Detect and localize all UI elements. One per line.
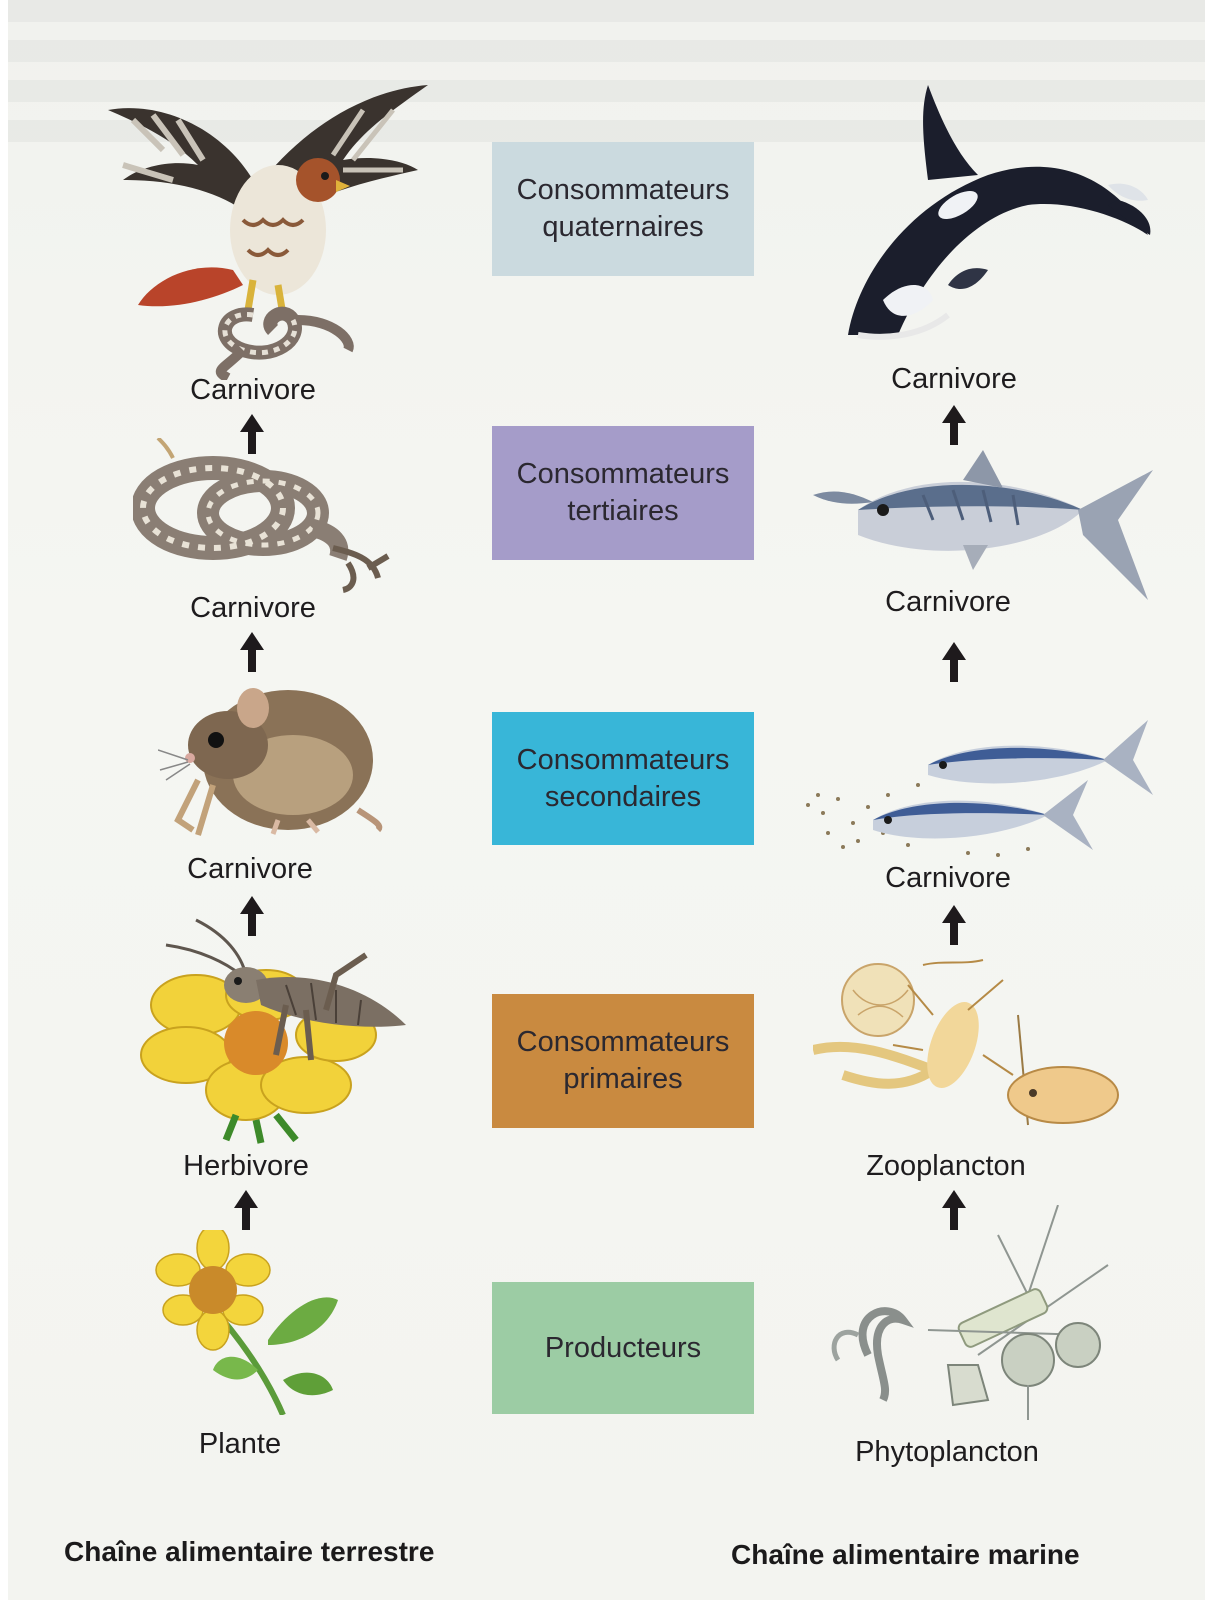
level-secondary-line2: secondaires [545,779,701,816]
arrow-up-icon [942,405,966,445]
orca-illustration [828,85,1158,355]
marine-label-2: Carnivore [828,586,1068,619]
level-box-primary: Consommateurs primaires [492,994,754,1128]
level-tertiary-line1: Consommateurs [517,456,730,493]
level-primary-line1: Consommateurs [517,1024,730,1061]
arrow-up-icon [942,905,966,945]
level-producers-line1: Producteurs [545,1330,701,1367]
level-secondary-line1: Consommateurs [517,742,730,779]
zooplankton-illustration [813,955,1133,1135]
marine-label-1: Carnivore [834,363,1074,396]
marine-caption: Chaîne alimentaire marine [731,1539,1080,1571]
marine-label-3: Carnivore [828,862,1068,895]
food-chain-page: Consommateurs quaternaires Consommateurs… [8,0,1205,1600]
mouse-illustration [158,670,388,850]
level-quaternary-line2: quaternaires [542,209,703,246]
level-box-tertiary: Consommateurs tertiaires [492,426,754,560]
snake-illustration [133,438,393,593]
level-box-quaternary: Consommateurs quaternaires [492,142,754,276]
arrow-up-icon [240,632,264,672]
terrestrial-label-3: Carnivore [130,853,370,886]
plant-illustration [148,1230,348,1415]
arrow-up-icon [234,1190,258,1230]
hawk-illustration [103,70,433,380]
level-primary-line2: primaires [563,1061,682,1098]
marine-label-5: Phytoplancton [822,1436,1072,1469]
level-box-producers: Producteurs [492,1282,754,1414]
grasshopper-on-flower-illustration [136,915,426,1145]
terrestrial-label-2: Carnivore [133,592,373,625]
terrestrial-caption: Chaîne alimentaire terrestre [64,1536,434,1568]
terrestrial-label-4: Herbivore [126,1150,366,1183]
level-tertiary-line2: tertiaires [567,493,678,530]
level-quaternary-line1: Consommateurs [517,172,730,209]
terrestrial-label-5: Plante [120,1428,360,1461]
terrestrial-label-1: Carnivore [133,374,373,407]
phytoplankton-illustration [828,1205,1128,1420]
level-box-secondary: Consommateurs secondaires [492,712,754,845]
herring-illustration [798,715,1158,865]
arrow-up-icon [942,642,966,682]
marine-label-4: Zooplancton [826,1150,1066,1183]
